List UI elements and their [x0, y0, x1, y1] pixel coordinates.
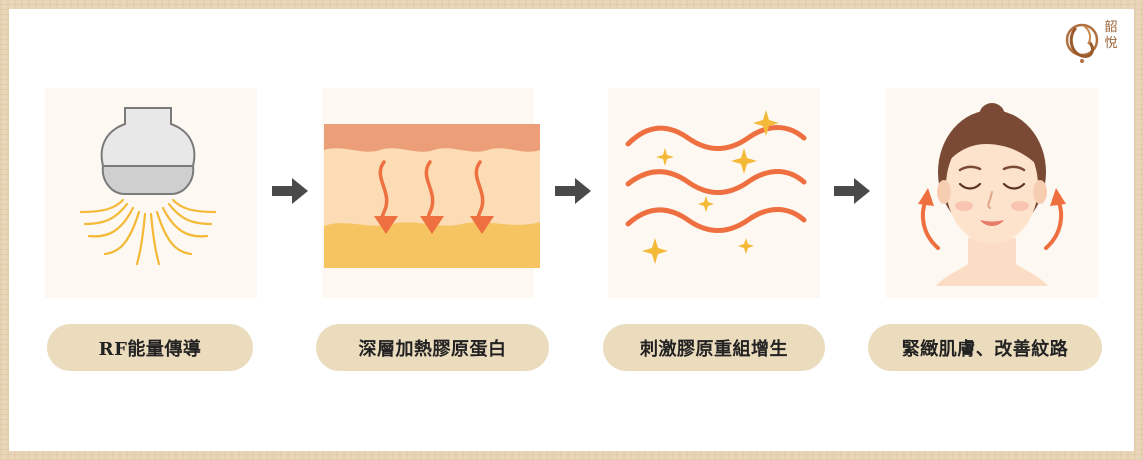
lifted-face-icon: [918, 103, 1066, 286]
arrow-right-icon: [272, 178, 308, 204]
panel-collagen-regeneration: [608, 88, 820, 298]
skin-heat-icon: [324, 124, 540, 268]
panel-deep-heating: [322, 88, 540, 298]
step-label-deep-heating: 深層加熱膠原蛋白: [316, 324, 549, 371]
step-label-firming-skin: 緊緻肌膚、改善紋路: [868, 324, 1102, 371]
rf-device-icon: [79, 107, 217, 266]
panel-rf-energy: [45, 88, 257, 298]
brand-logo-text: 韶悅: [1104, 20, 1118, 51]
brand-logo-icon: [1065, 23, 1099, 63]
arrow-right-icon: [555, 178, 591, 204]
collagen-wave-icon: [625, 110, 807, 264]
panel-firming-skin: [886, 88, 1098, 298]
step-label-rf-energy: RF能量傳導: [47, 324, 253, 371]
arrow-right-icon: [834, 178, 870, 204]
step-label-collagen-regeneration: 刺激膠原重組增生: [603, 324, 825, 371]
